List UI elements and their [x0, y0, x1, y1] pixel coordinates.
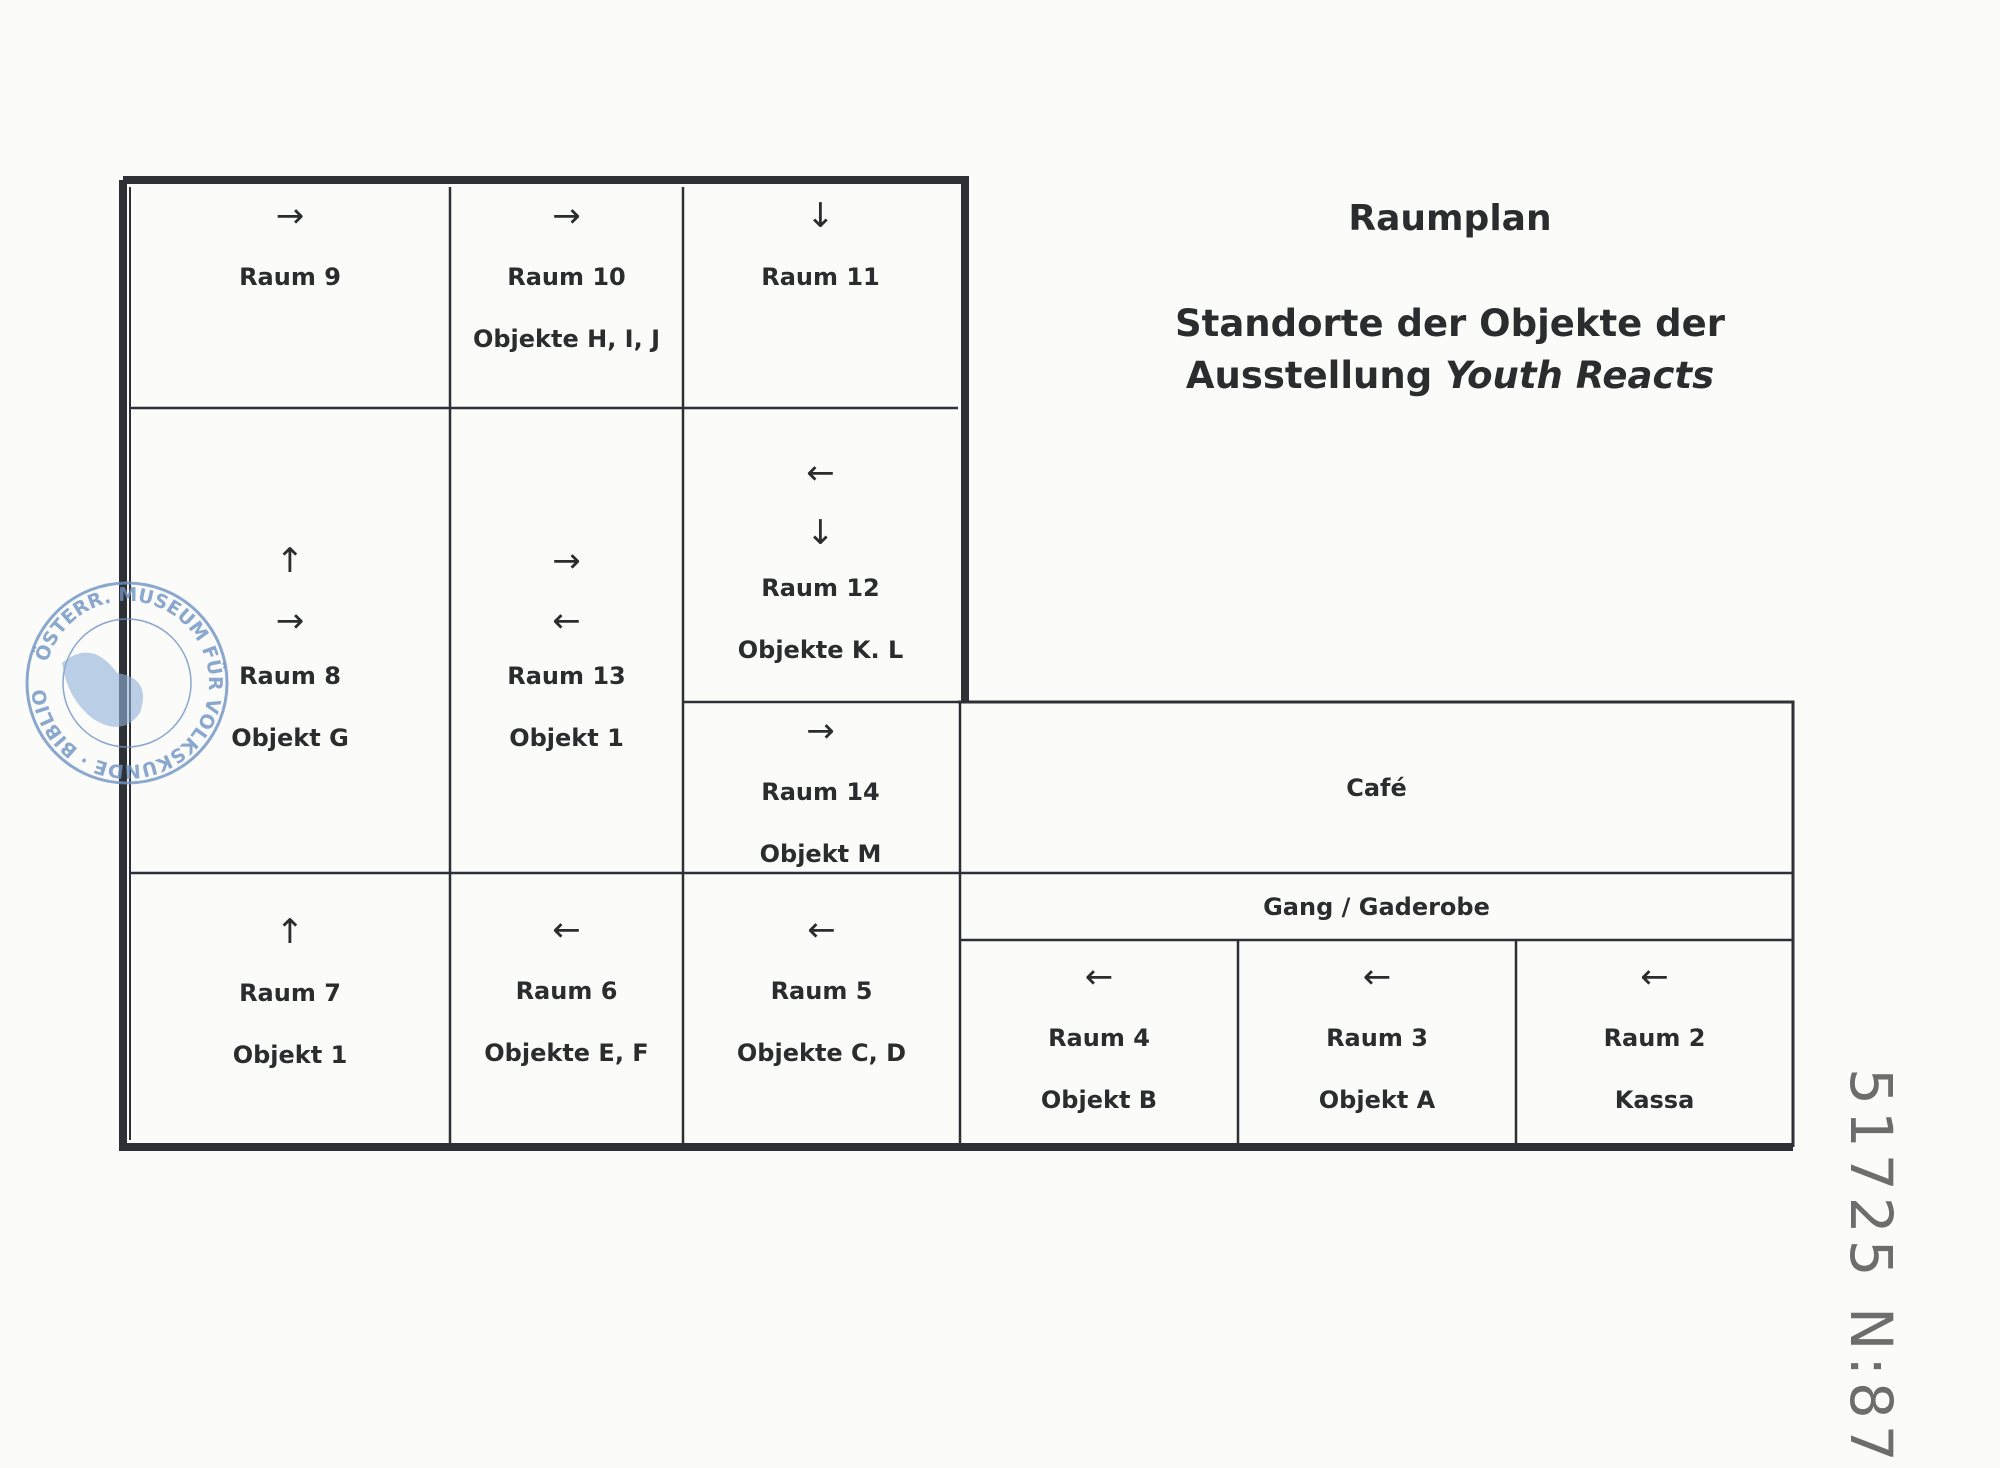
- room-raum3: ← Raum 3 Objekt A: [1238, 940, 1516, 1143]
- exhibition-name: Youth Reacts: [1445, 353, 1715, 397]
- room-label: Raum 4: [1048, 1024, 1150, 1052]
- room-gang: Gang / Gaderobe: [960, 873, 1793, 940]
- room-label: Raum 9: [239, 263, 341, 291]
- room-objects: Objekt 1: [232, 1041, 348, 1069]
- room-objects: Objekt A: [1318, 1086, 1436, 1114]
- arrow-down-icon: ↓: [806, 196, 835, 236]
- room-label: Gang / Gaderobe: [1263, 892, 1490, 921]
- arrow-left-icon: ←: [552, 910, 581, 950]
- room-label: Café: [1346, 773, 1407, 802]
- page-title: Raumplan: [1348, 198, 1552, 239]
- room-raum5: ← Raum 5 Objekte C, D: [683, 873, 960, 1143]
- page-subtitle: Standorte der Objekte der Ausstellung Yo…: [1150, 298, 1750, 402]
- room-objects: Objekt 1: [509, 723, 624, 752]
- arrow-left-icon: ←: [1362, 957, 1392, 997]
- room-raum7: ↑ Raum 7 Objekt 1: [130, 873, 450, 1143]
- arrow-right-icon: →: [275, 600, 305, 641]
- floor-plan: [119, 176, 1795, 1151]
- room-objects: Objekte H, I, J: [472, 325, 661, 353]
- room-objects: Objekt G: [231, 723, 349, 752]
- outer-wall-right-wing: [958, 700, 1795, 1147]
- room-objects: Objekte C, D: [736, 1039, 907, 1067]
- room-raum4: ← Raum 4 Objekt B: [960, 940, 1238, 1143]
- room-label: Raum 8: [239, 661, 341, 690]
- room-label: Raum 7: [239, 979, 341, 1007]
- arrow-right-icon: →: [552, 540, 581, 581]
- room-raum6: ← Raum 6 Objekte E, F: [450, 873, 683, 1143]
- arrow-right-icon: →: [806, 711, 835, 751]
- arrow-up-icon: ↑: [275, 912, 305, 952]
- room-raum9: → Raum 9: [130, 187, 450, 408]
- room-cafe: Café: [960, 702, 1793, 873]
- subtitle-line1: Standorte der Objekte der: [1175, 302, 1725, 345]
- arrow-left-icon: ←: [552, 600, 581, 641]
- arrow-left-icon: ←: [807, 910, 836, 950]
- library-stamp: ÖSTERR. MUSEUM FÜR VOLKSKUNDE · BIBLIOTH…: [22, 578, 229, 785]
- room-raum11: ↓ Raum 11: [683, 187, 958, 408]
- room-objects: Objekt M: [759, 840, 882, 868]
- room-raum12: ← ↓ Raum 12 Objekte K. L: [683, 408, 958, 702]
- arrow-left-icon: ←: [1084, 957, 1114, 997]
- handwritten-archive-number: 51725 N:87: [1837, 1068, 1905, 1468]
- room-label: Raum 10: [507, 263, 626, 291]
- arrow-down-icon: ↓: [806, 513, 835, 553]
- arrow-left-icon: ←: [806, 453, 835, 493]
- room-objects: Objekte K. L: [737, 636, 904, 664]
- room-label: Raum 12: [761, 574, 880, 602]
- room-label: Raum 3: [1326, 1024, 1428, 1052]
- room-label: Raum 5: [770, 977, 873, 1005]
- arrow-up-icon: ↑: [275, 540, 305, 581]
- room-objects: Kassa: [1614, 1086, 1695, 1114]
- room-objects: Objekt B: [1040, 1086, 1158, 1114]
- room-label: Raum 6: [515, 977, 618, 1005]
- room-label: Raum 14: [761, 778, 880, 806]
- room-label: Raum 13: [507, 661, 626, 690]
- room-raum14: → Raum 14 Objekt M: [683, 702, 958, 873]
- arrow-left-icon: ←: [1640, 957, 1669, 997]
- room-objects: Objekte E, F: [484, 1039, 649, 1067]
- room-raum13: → ← Raum 13 Objekt 1: [450, 408, 683, 873]
- arrow-right-icon: →: [552, 196, 581, 236]
- arrow-right-icon: →: [275, 196, 305, 236]
- outer-wall-left-bottom: [119, 180, 1793, 1151]
- room-label: Raum 2: [1603, 1024, 1706, 1052]
- room-label: Raum 11: [761, 263, 880, 291]
- subtitle-line2-prefix: Ausstellung: [1185, 353, 1446, 397]
- room-raum2: ← Raum 2 Kassa: [1516, 940, 1793, 1143]
- room-raum10: → Raum 10 Objekte H, I, J: [450, 187, 683, 408]
- outer-wall-top-right: [123, 176, 969, 702]
- room-raum8: ↑ → Raum 8 Objekt G: [130, 408, 450, 873]
